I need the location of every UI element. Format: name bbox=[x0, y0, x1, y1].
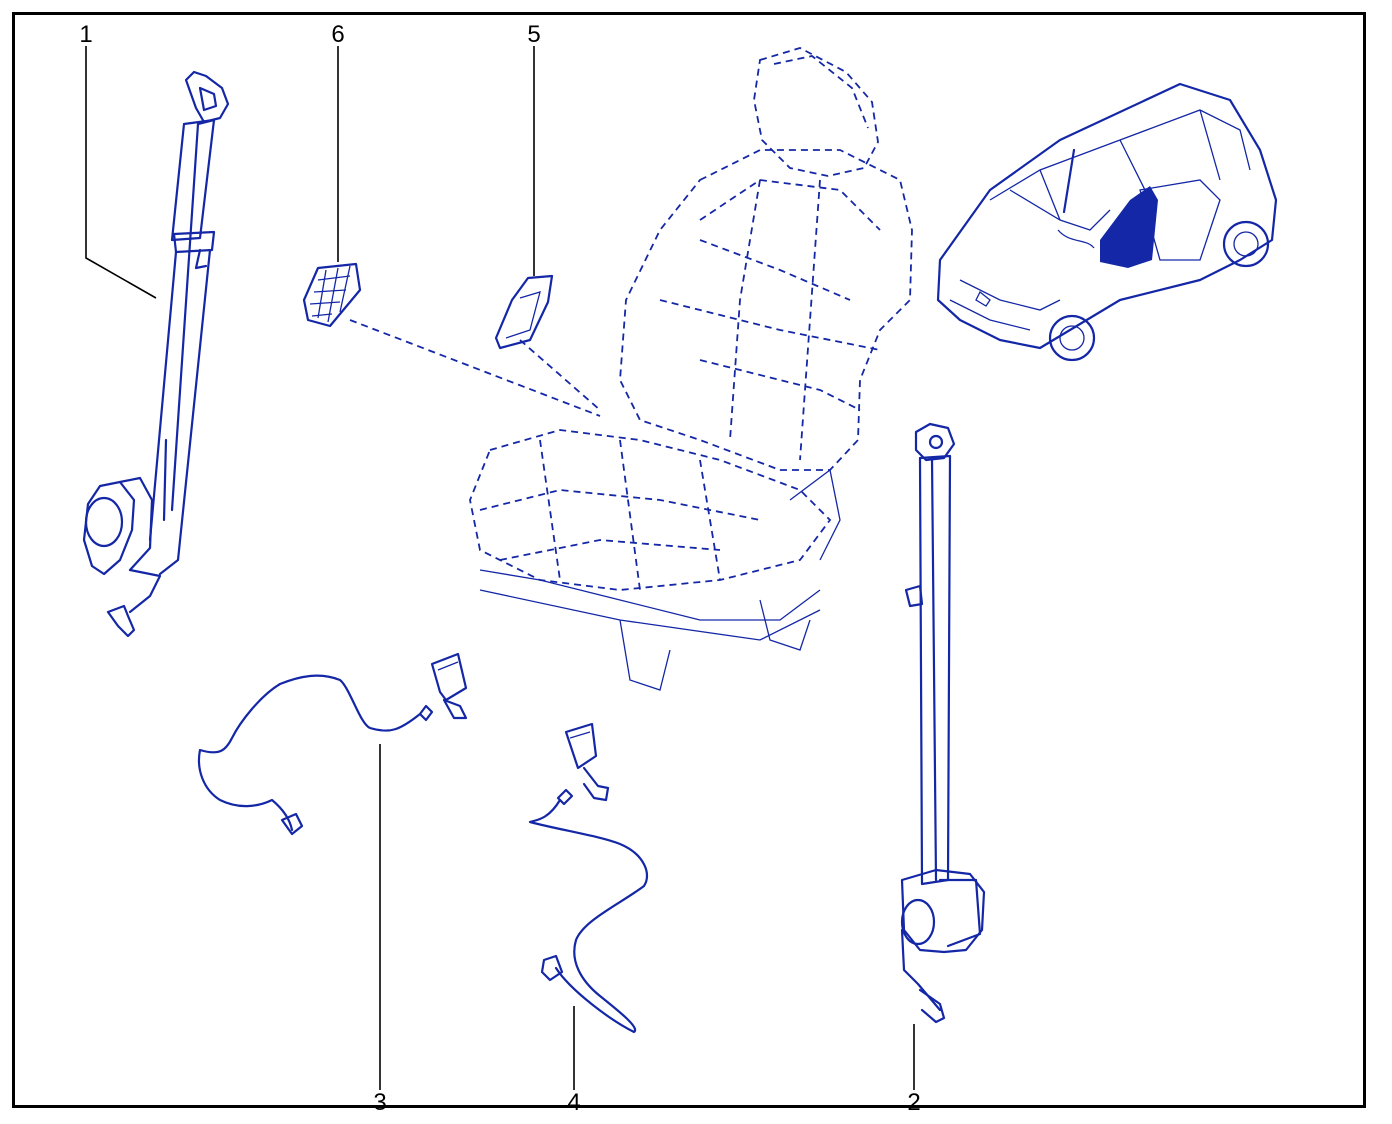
seat-assembly bbox=[469, 47, 913, 691]
diagram-frame bbox=[12, 12, 1366, 1108]
callout-3: 3 bbox=[373, 1089, 386, 1116]
part-6-grille-cover bbox=[302, 262, 601, 417]
vehicle-location-icon bbox=[936, 82, 1278, 362]
callout-1: 1 bbox=[79, 21, 92, 48]
callout-5: 5 bbox=[527, 21, 540, 48]
part-3-buckle-harness bbox=[197, 652, 468, 836]
part-4-buckle-harness bbox=[528, 722, 649, 1034]
leader-1 bbox=[85, 46, 157, 299]
part-1-left-seat-belt bbox=[82, 70, 230, 638]
callout-4: 4 bbox=[567, 1089, 580, 1116]
callout-labels: 1 2 3 4 5 6 bbox=[79, 21, 920, 1116]
callout-2: 2 bbox=[907, 1089, 920, 1116]
callout-6: 6 bbox=[331, 21, 344, 48]
part-5-trim-cover bbox=[494, 274, 601, 411]
part-2-right-seat-belt bbox=[900, 422, 986, 1024]
leader-lines bbox=[85, 46, 915, 1090]
